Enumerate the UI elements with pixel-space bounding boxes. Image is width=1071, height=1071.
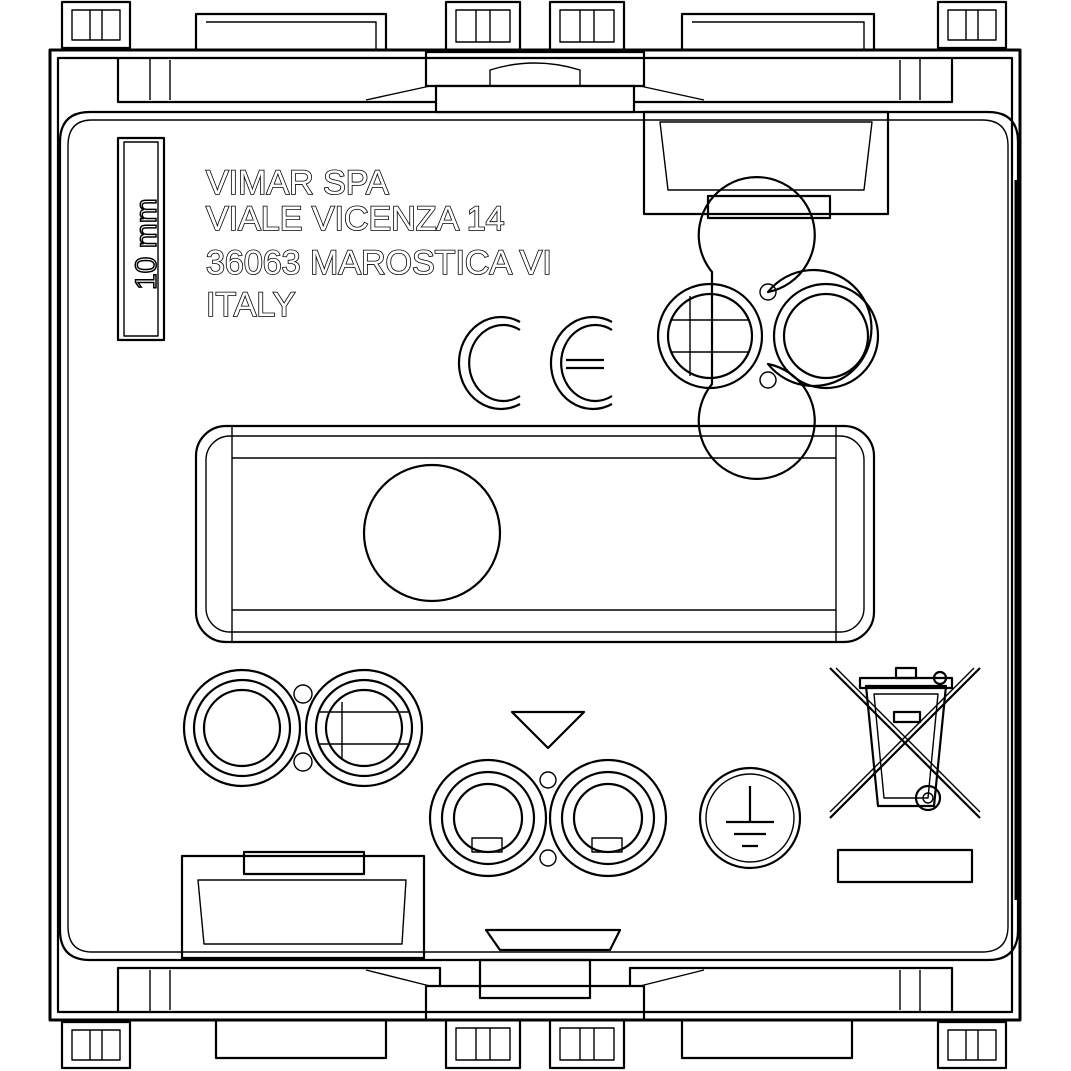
terminal-pair-bottom xyxy=(428,758,668,878)
manufacturer-label: VIMAR SPA VIALE VICENZA 14 36063 MAROSTI… xyxy=(205,163,552,325)
label-line-country: ITALY xyxy=(206,286,295,324)
bottom-clips xyxy=(60,928,1008,1070)
label-line-company: VIMAR SPA xyxy=(206,164,389,202)
weee-bar xyxy=(836,848,974,884)
crossed-bin-icon xyxy=(829,666,981,884)
window-aperture xyxy=(362,463,502,603)
scale-marker-10mm: 10 mm xyxy=(116,136,166,342)
ground-icon xyxy=(698,766,802,870)
inner-body xyxy=(58,84,1020,962)
top-clips xyxy=(60,0,1008,104)
central-window xyxy=(194,424,876,644)
terminal-pair-left xyxy=(182,668,424,788)
scale-marker-label: 10 mm xyxy=(130,198,163,290)
triangle-down-icon xyxy=(510,710,586,750)
label-line-street: VIALE VICENZA 14 xyxy=(206,200,505,238)
ce-mark-icon xyxy=(457,315,613,411)
label-line-city: 36063 MAROSTICA VI xyxy=(206,244,552,282)
terminal-pair-top xyxy=(656,176,880,480)
